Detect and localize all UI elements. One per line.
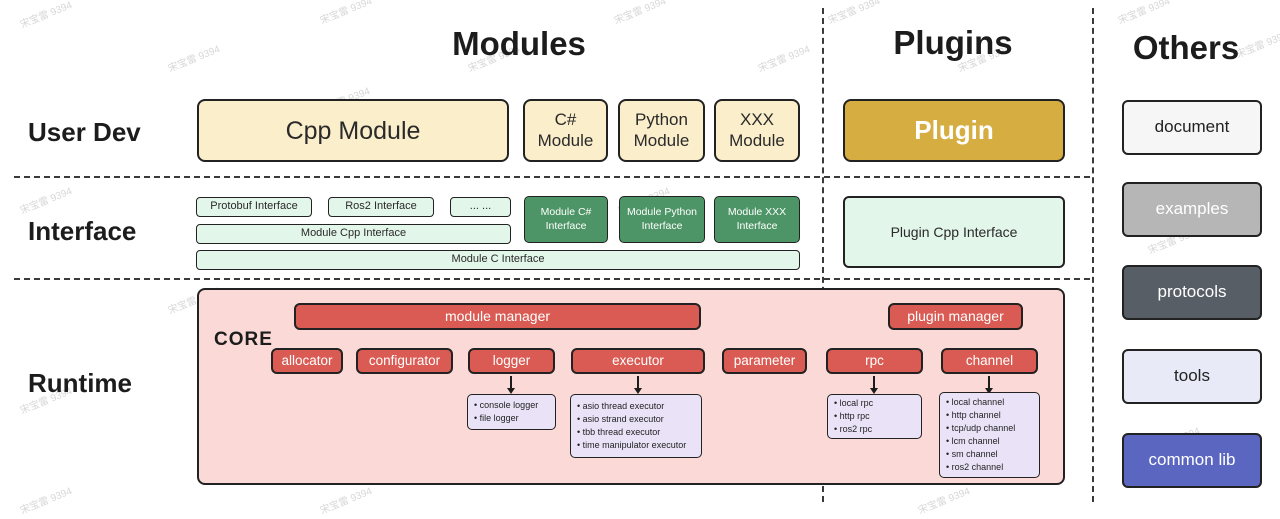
others-item-tools: tools <box>1122 349 1262 404</box>
watermark: 宋宝雷 9394 <box>166 43 222 75</box>
module-xxx-interface-box: Module XXX Interface <box>714 196 800 243</box>
executor-down-arrow <box>633 376 642 394</box>
list-item: asio strand executor <box>577 413 695 426</box>
rpc-impl-list: local rpchttp rpcros2 rpc <box>827 394 922 439</box>
xxx-module-box: XXX Module <box>714 99 800 162</box>
python-module-box: Python Module <box>618 99 705 162</box>
channel-down-arrow <box>984 376 993 394</box>
row-label-user-dev: User Dev <box>28 117 141 147</box>
plugin-box: Plugin <box>843 99 1065 162</box>
list-item: ros2 channel <box>946 461 1033 474</box>
list-item: console logger <box>474 399 549 412</box>
modules-plugins-divider <box>822 8 824 502</box>
executor-box: executor <box>571 348 705 374</box>
watermark: 宋宝雷 9394 <box>18 485 74 517</box>
list-item: file logger <box>474 412 549 425</box>
watermark: 宋宝雷 9394 <box>756 43 812 75</box>
module-csharp-interface-box: Module C# Interface <box>524 196 608 243</box>
rpc-box: rpc <box>826 348 923 374</box>
list-item: http rpc <box>834 410 915 423</box>
list-item: time manipulator executor <box>577 439 695 452</box>
core-label: CORE <box>214 329 273 350</box>
module-cpp-interface-box: Module Cpp Interface <box>196 224 511 244</box>
logger-box: logger <box>468 348 555 374</box>
list-item: tbb thread executor <box>577 426 695 439</box>
watermark: 宋宝雷 9394 <box>18 185 74 217</box>
allocator-box: allocator <box>271 348 343 374</box>
parameter-box: parameter <box>722 348 807 374</box>
row-label-runtime: Runtime <box>28 368 132 398</box>
channel-impl-list: local channelhttp channeltcp/udp channel… <box>939 392 1040 478</box>
plugin-manager-bar: plugin manager <box>888 303 1023 330</box>
others-item-common-lib: common lib <box>1122 433 1262 488</box>
watermark: 宋宝雷 9394 <box>826 0 882 27</box>
cpp-module-box: Cpp Module <box>197 99 509 162</box>
ellipsis-interface-box: ... ... <box>450 197 511 217</box>
logger-impl-list: console loggerfile logger <box>467 394 556 430</box>
plugin-cpp-interface-box: Plugin Cpp Interface <box>843 196 1065 268</box>
module-c-interface-box: Module C Interface <box>196 250 800 270</box>
watermark: 宋宝雷 9394 <box>318 0 374 27</box>
list-item: lcm channel <box>946 435 1033 448</box>
watermark: 宋宝雷 9394 <box>318 485 374 517</box>
rpc-down-arrow <box>869 376 878 394</box>
module-manager-bar: module manager <box>294 303 701 330</box>
module-python-interface-box: Module Python Interface <box>619 196 705 243</box>
watermark: 宋宝雷 9394 <box>916 485 972 517</box>
list-item: ros2 rpc <box>834 423 915 436</box>
others-item-examples: examples <box>1122 182 1262 237</box>
userdev-interface-divider <box>14 176 1090 178</box>
channel-box: channel <box>941 348 1038 374</box>
header-plugins: Plugins <box>893 24 1013 61</box>
list-item: http channel <box>946 409 1033 422</box>
header-others: Others <box>1132 29 1240 66</box>
watermark: 宋宝雷 9394 <box>1116 0 1172 27</box>
list-item: local rpc <box>834 397 915 410</box>
list-item: local channel <box>946 396 1033 409</box>
executor-impl-list: asio thread executorasio strand executor… <box>570 394 702 458</box>
header-modules: Modules <box>452 25 586 62</box>
plugins-others-divider <box>1092 8 1094 502</box>
interface-runtime-divider <box>14 278 1090 280</box>
others-item-protocols: protocols <box>1122 265 1262 320</box>
protobuf-interface-box: Protobuf Interface <box>196 197 312 217</box>
ros2-interface-box: Ros2 Interface <box>328 197 434 217</box>
watermark: 宋宝雷 9394 <box>18 0 74 31</box>
list-item: asio thread executor <box>577 400 695 413</box>
list-item: sm channel <box>946 448 1033 461</box>
configurator-box: configurator <box>356 348 453 374</box>
csharp-module-box: C# Module <box>523 99 608 162</box>
logger-down-arrow <box>506 376 515 394</box>
others-item-document: document <box>1122 100 1262 155</box>
watermark: 宋宝雷 9394 <box>612 0 668 27</box>
list-item: tcp/udp channel <box>946 422 1033 435</box>
row-label-interface: Interface <box>28 216 137 246</box>
